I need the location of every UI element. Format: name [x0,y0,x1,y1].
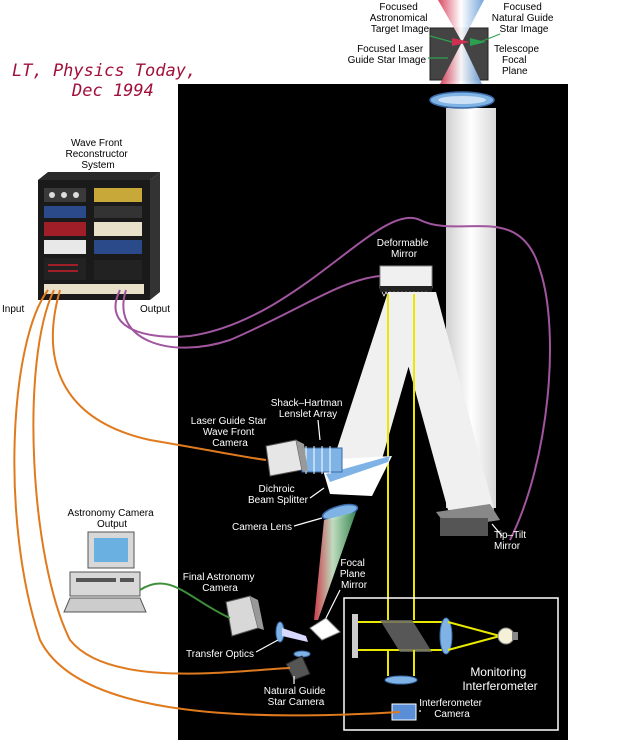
label-monitoring-interferometer: Monitoring Interferometer [462,665,537,693]
label-output: Output [140,304,170,315]
tip-tilt-mirror [436,504,500,536]
label-deformable-mirror: Deformable Mirror [377,238,431,260]
label-telescope-focal-plane: Telescope Focal Plane [494,44,542,77]
final-astronomy-camera [225,595,264,637]
label-focused-target: Focused Astronomical Target Image [370,2,431,35]
label-astronomy-camera-output: Astronomy Camera Output [68,508,157,530]
deformable-mirror [379,265,433,297]
label-focused-ngs: Focused Natural Guide Star Image [492,2,556,35]
focal-plane-mirror [309,617,341,641]
label-ngs-camera: Natural Guide Star Camera [264,686,328,708]
label-camera-lens: Camera Lens [232,522,292,533]
ngs-camera [285,655,311,681]
label-focal-plane-mirror: Focal Plane Mirror [340,558,368,591]
input-cable-2 [32,289,291,675]
label-final-astronomy-camera: Final Astronomy Camera [183,572,257,594]
input-cable-3 [51,289,267,461]
transfer-optics [275,621,311,658]
citation-line-2: Dec 1994 [71,81,154,101]
label-dichroic: Dichroic Beam Splitter [248,484,309,506]
label-tip-tilt: Tip–Tilt Mirror [494,530,529,552]
label-shack-hartman: Shack–Hartman Lenslet Array [271,398,345,420]
output-cable-2 [122,275,381,349]
shack-hartman-lenslet-array [301,446,343,474]
label-wavefront-reconstructor: Wave Front Reconstructor System [65,138,130,171]
label-input: Input [2,304,24,315]
lgs-wavefront-camera [265,439,308,477]
pointer-arrows [255,419,503,712]
label-interferometer-camera: Interferometer Camera [419,698,485,720]
camera-cable [139,582,231,619]
label-transfer-optics: Transfer Optics [186,649,254,660]
top-pointer-arrows [428,33,501,59]
citation-line-1: LT, Physics Today, [12,61,196,81]
astronomy-computer [63,531,147,613]
label-focused-lgs: Focused Laser Guide Star Image [348,44,427,66]
output-cable-1 [114,216,551,541]
telescope-focal-plane [429,0,495,109]
beam-dm-to-dichroic [332,292,430,480]
input-cable-1 [13,289,401,717]
label-lgs-wavefront-camera: Laser Guide Star Wave Front Camera [191,416,269,449]
beam-lens-to-focal [314,512,356,620]
wavefront-reconstructor-rack [38,172,160,300]
monitoring-interferometer [343,597,559,731]
